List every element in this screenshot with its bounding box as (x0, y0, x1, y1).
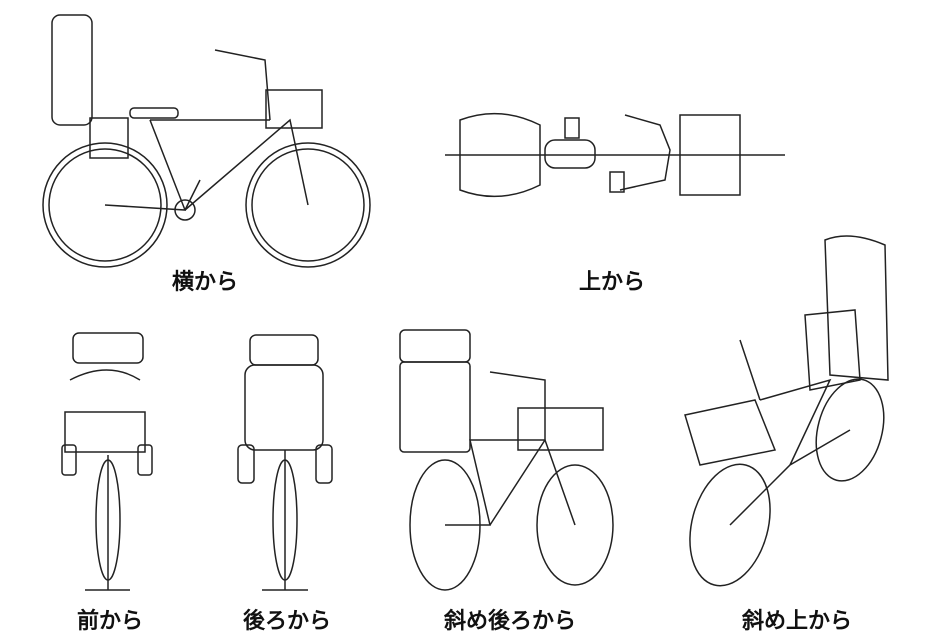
side-view-bicycle (42, 14, 371, 268)
rear-oblique-view-bicycle (399, 329, 614, 591)
label-top-oblique-view: 斜め上から (741, 609, 853, 634)
label-top-view: 上から (578, 270, 646, 295)
label-side-view: 横から (171, 270, 239, 295)
label-rear-oblique-view: 斜め後ろから (443, 609, 577, 634)
top-oblique-view-bicycle (684, 235, 889, 587)
label-front-view: 前から (76, 609, 144, 634)
top-view-bicycle (445, 112, 785, 198)
front-view-bicycle (61, 332, 153, 591)
rear-view-bicycle (237, 334, 333, 591)
label-rear-view: 後ろから (242, 609, 332, 634)
